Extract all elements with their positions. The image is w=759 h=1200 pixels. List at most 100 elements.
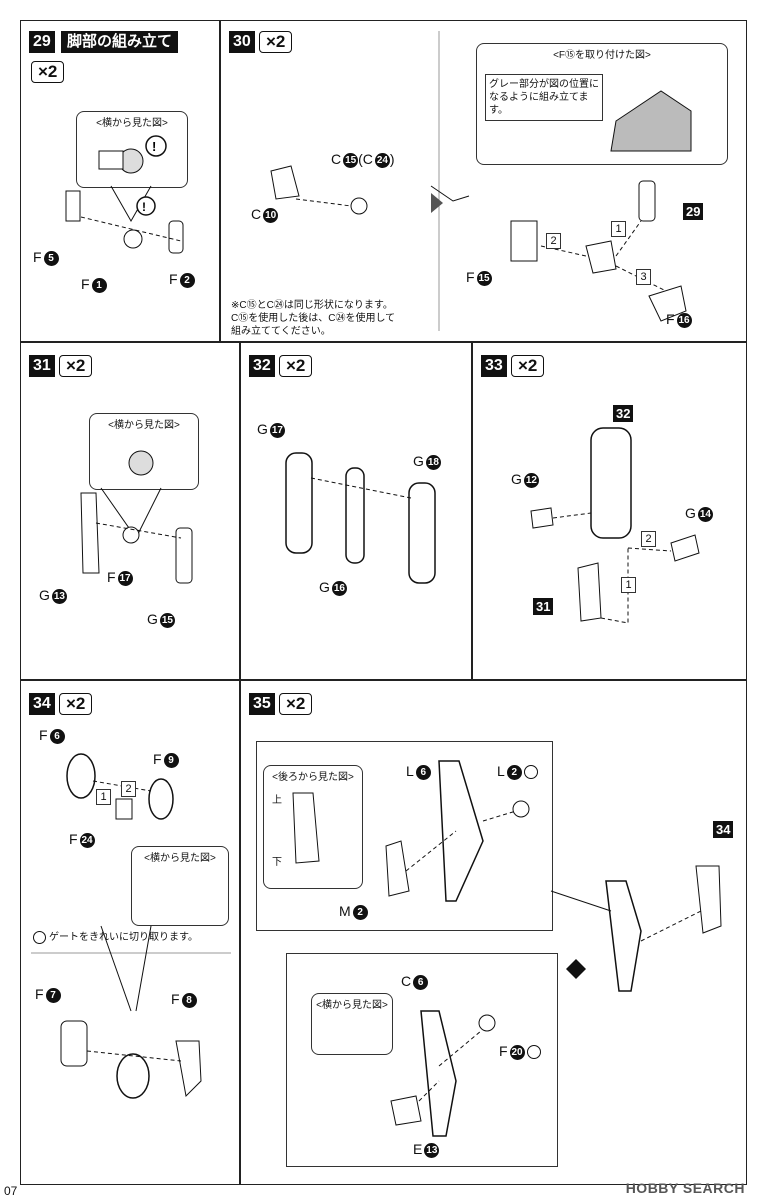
multiplier: ×2 (279, 693, 313, 715)
part-letter-alt: (C (358, 151, 373, 167)
order-1: 1 (611, 221, 626, 237)
close-paren: ) (389, 151, 395, 167)
step-ref-29: 29 (683, 203, 704, 220)
part-number: 15 (159, 612, 175, 628)
parts-illustration: ! ! (65, 135, 184, 254)
part-letter: C (331, 151, 342, 167)
callout-text: グレー部分が図の位置になるように組み立てます。 (485, 74, 603, 121)
step-number: 31 (29, 355, 55, 377)
part-number: 12 (523, 472, 539, 488)
parts-illustration (285, 452, 436, 584)
step-number: 34 (29, 693, 55, 715)
part-letter: E (413, 1141, 423, 1157)
callout-title: <横から見た図> (96, 118, 168, 129)
part-number: 6 (413, 974, 429, 990)
part-number: 6 (415, 764, 431, 780)
part-letter: G (685, 505, 696, 521)
svg-text:!: ! (142, 200, 146, 214)
back-view-callout: <後ろから見た図> 上 下 (263, 765, 363, 889)
multiplier: ×2 (511, 355, 545, 377)
multiplier: ×2 (259, 31, 293, 53)
part-number: 1 (91, 277, 107, 293)
part-number: 17 (117, 570, 133, 586)
bottom-label: 下 (272, 857, 282, 868)
step-ref-31: 31 (533, 598, 554, 615)
parts-illustration (80, 450, 193, 584)
part-letter: L (497, 763, 505, 779)
part-letter: G (257, 421, 268, 437)
note-text: ゲートをきれいに切り取ります。 (49, 932, 198, 944)
order-3: 3 (636, 269, 651, 285)
step-number: 30 (229, 31, 255, 53)
multiplier: ×2 (31, 61, 65, 83)
order-1: 1 (621, 577, 636, 593)
part-number: 8 (181, 992, 197, 1008)
page-number: 07 (4, 1184, 18, 1198)
step-ref-32: 32 (613, 405, 634, 422)
part-letter: F (666, 311, 675, 327)
part-number: 17 (269, 422, 285, 438)
step-number: 33 (481, 355, 507, 377)
part-letter: F (466, 269, 475, 285)
gate-cut-icon (526, 1045, 541, 1060)
part-number: 10 (263, 207, 279, 223)
part-number: 14 (697, 506, 713, 522)
part-letter: F (81, 276, 90, 292)
part-number: 16 (676, 312, 692, 328)
order-2: 2 (641, 531, 656, 547)
callout-title: <F⑮を取り付けた図> (553, 50, 651, 61)
side-view-callout: <横から見た図> (131, 846, 229, 926)
part-letter: C (401, 973, 412, 989)
part-number: 24 (79, 832, 95, 848)
part-number: 13 (51, 588, 67, 604)
gate-cut-icon (33, 931, 46, 944)
part-number: 6 (49, 728, 65, 744)
part-number: 16 (331, 580, 347, 596)
part-letter: F (169, 271, 178, 287)
part-letter: F (33, 249, 42, 265)
part-letter: G (147, 611, 158, 627)
part-letter: G (39, 587, 50, 603)
part-letter: C (251, 206, 262, 222)
part-number: 15 (343, 152, 359, 168)
top-label: 上 (272, 795, 282, 806)
parts-illustration (31, 753, 231, 1099)
part-number: 15 (476, 270, 492, 286)
part-number-alt: 24 (374, 152, 390, 168)
order-1: 1 (96, 789, 111, 805)
part-letter: G (413, 453, 424, 469)
callout-title: <後ろから見た図> (272, 772, 354, 783)
multiplier: ×2 (59, 355, 93, 377)
step-ref-34: 34 (713, 821, 734, 838)
parts-illustration (530, 427, 700, 624)
callout-title: <横から見た図> (108, 420, 180, 431)
step-title: 脚部の組み立て (61, 31, 179, 53)
part-letter: F (39, 727, 48, 743)
multiplier: ×2 (59, 693, 93, 715)
part-number: 2 (506, 764, 522, 780)
